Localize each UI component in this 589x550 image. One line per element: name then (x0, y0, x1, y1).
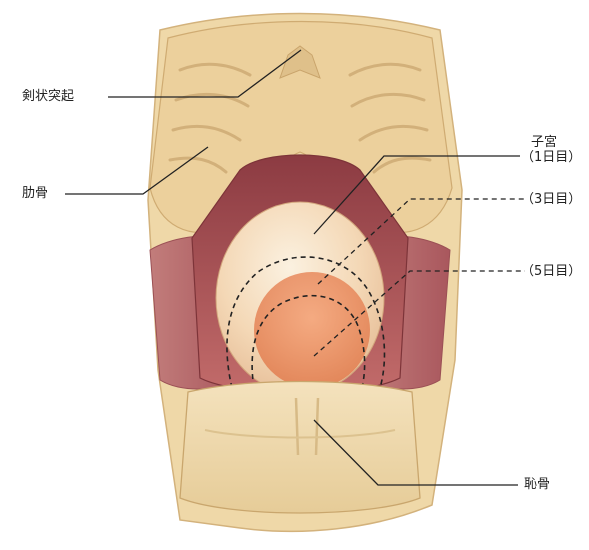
label-uterus-day1: （1日目） (521, 150, 581, 165)
label-xiphoid-process: 剣状突起 (22, 89, 74, 104)
label-uterus-day5: （5日目） (521, 264, 581, 279)
label-pubis: 恥骨 (524, 477, 550, 492)
uterus-core (254, 272, 370, 388)
label-uterus-title: 子宮 (531, 135, 557, 150)
label-uterus-day3: （3日目） (521, 192, 581, 207)
label-rib: 肋骨 (22, 186, 48, 201)
pelvic-block (180, 382, 420, 514)
